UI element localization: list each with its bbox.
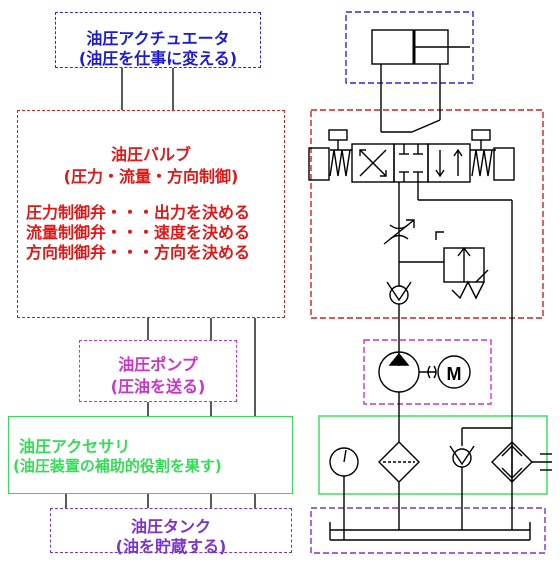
tank-subtitle: (油を貯蔵する) [115, 537, 227, 556]
valve-line-flow: 流量制御弁・・・速度を決める [26, 223, 251, 242]
pump-subtitle: (圧油を送る) [110, 377, 206, 396]
valve-frame [310, 109, 544, 319]
filter-symbol [378, 441, 420, 530]
tank-title: 油圧タンク [130, 517, 211, 536]
pressure-gauge-symbol [329, 447, 359, 530]
valve-title: 油圧バルブ [110, 145, 191, 164]
pump-title: 油圧ポンプ [118, 355, 198, 374]
left-connection-lines [65, 68, 256, 508]
actuator-subtitle: (油圧を仕事に変える) [78, 49, 238, 68]
directional-control-valve-symbol [308, 129, 515, 183]
tank-frame [310, 507, 546, 554]
tank-lines [329, 522, 531, 541]
hydraulic-cylinder-symbol [371, 29, 470, 133]
electric-motor-symbol [437, 355, 471, 389]
pump-box: 油圧ポンプ (圧油を送る) [79, 340, 237, 402]
cooler-symbol [491, 441, 552, 483]
relief-valve-symbol [399, 231, 489, 300]
flow-control-valve-symbol [383, 219, 415, 245]
tank-box: 油圧タンク (油を貯蔵する) [50, 508, 292, 556]
valve-box: 油圧バルブ (圧力・流量・方向制御) 圧力制御弁・・・出力を決める 流量制御弁・… [17, 110, 285, 318]
actuator-frame [345, 11, 474, 84]
actuator-title: 油圧アクチュエータ [86, 29, 230, 48]
actuator-box: 油圧アクチュエータ (油圧を仕事に変える) [55, 12, 261, 68]
accessory-title: 油圧アクセサリ [19, 437, 131, 456]
accessory-box: 油圧アクセサリ (油圧装置の補助的役割を果す) [8, 416, 293, 494]
hydraulic-pump-symbol [378, 351, 437, 442]
valve-subtitle: (圧力・流量・方向制御) [63, 167, 239, 186]
accessory-subtitle: (油圧装置の補助的役割を果す) [13, 457, 222, 475]
accessory-frame [318, 415, 548, 495]
motor-label: M [447, 364, 462, 384]
return-check-valve-symbol [449, 427, 512, 530]
valve-line-pressure: 圧力制御弁・・・出力を決める [26, 203, 251, 222]
pump-frame [363, 339, 492, 405]
valve-line-direction: 方向制御弁・・・方向を決める [26, 243, 251, 262]
